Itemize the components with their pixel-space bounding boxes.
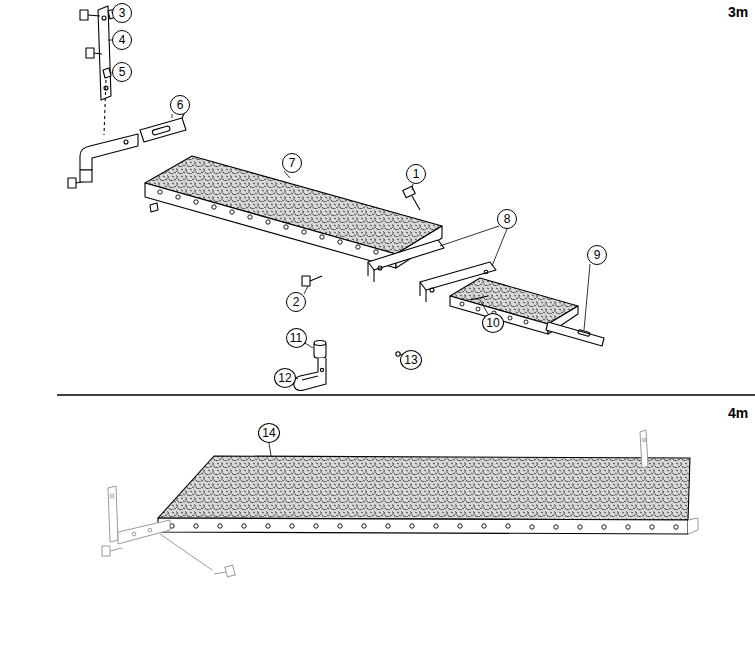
callout-number: 2 xyxy=(286,292,306,312)
callout-number: 3 xyxy=(112,3,132,23)
callout-number: 11 xyxy=(286,328,307,348)
callout-number: 14 xyxy=(258,423,280,443)
callout-number: 6 xyxy=(170,95,190,115)
callout-number: 7 xyxy=(282,153,302,173)
callout-number: 8 xyxy=(497,209,517,229)
callout-number: 1 xyxy=(406,164,426,184)
callout-number: 13 xyxy=(400,350,422,370)
callout-number: 4 xyxy=(112,30,132,50)
callout-number: 10 xyxy=(482,313,504,333)
size-heading: 4m xyxy=(728,405,748,421)
callout-number: 5 xyxy=(112,62,132,82)
callout-number: 9 xyxy=(587,245,607,265)
size-heading: 3m xyxy=(728,4,748,20)
callout-number: 12 xyxy=(274,368,296,388)
